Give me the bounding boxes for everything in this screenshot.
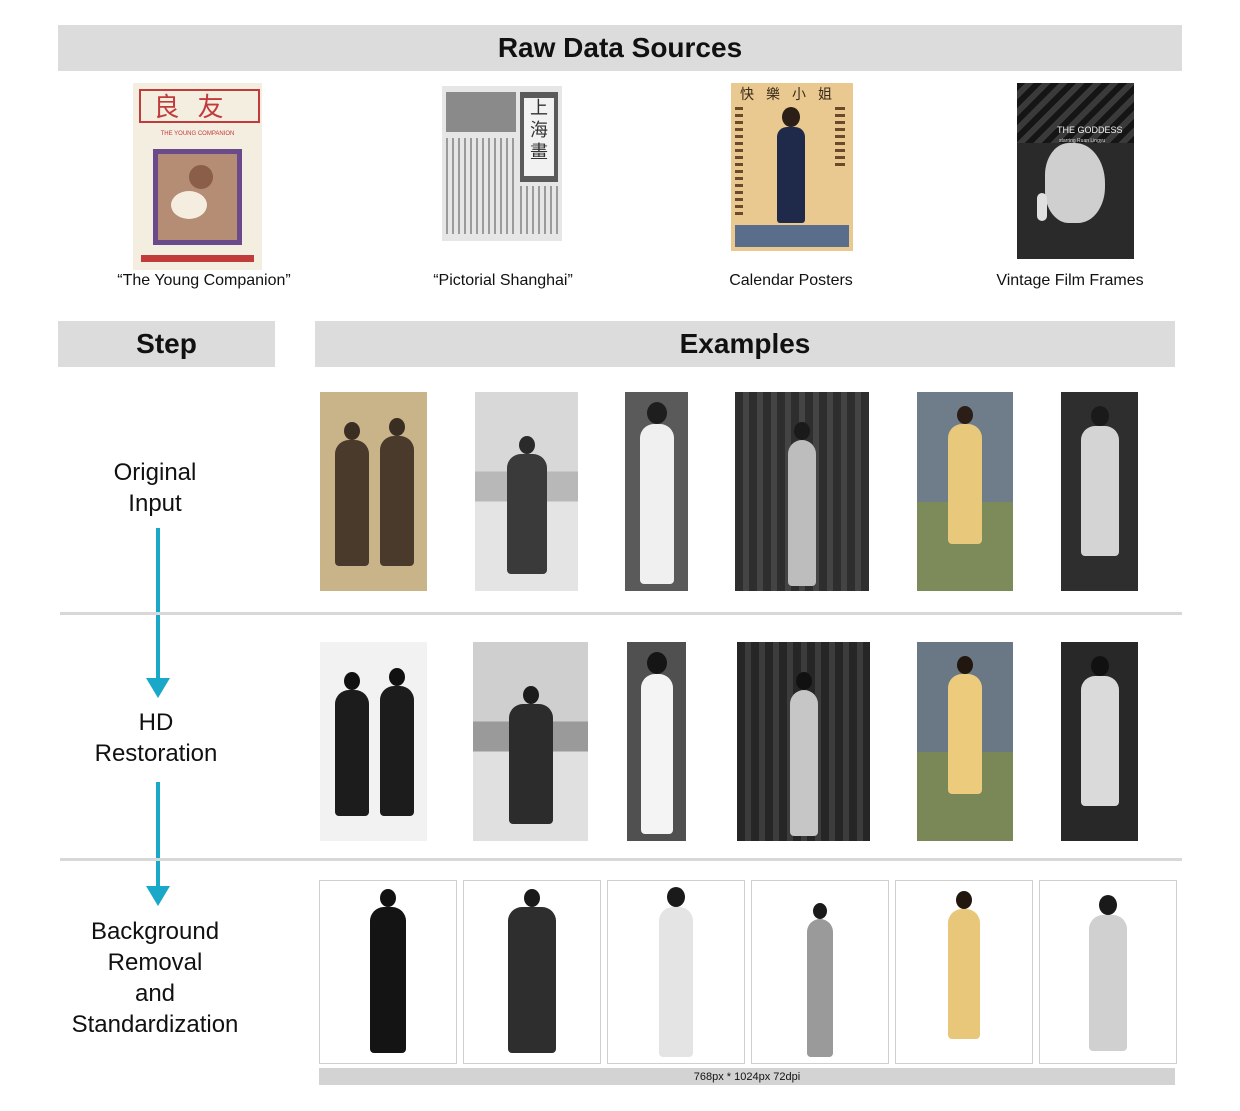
flow-arrow-head <box>146 678 170 698</box>
magazine-cover-image: 良友 THE YOUNG COMPANION <box>133 83 262 270</box>
original-input-photo <box>625 392 688 591</box>
row-separator <box>60 858 1182 861</box>
step-column-header: Step <box>58 321 275 367</box>
original-input-photo <box>917 392 1013 591</box>
standardized-photo <box>319 880 457 1064</box>
standardized-photo <box>463 880 601 1064</box>
film-title: THE GODDESS <box>1057 125 1123 135</box>
step-label-line: Original <box>113 459 197 486</box>
hd-restoration-photo <box>737 642 870 841</box>
standardized-photo <box>1039 880 1177 1064</box>
standardized-photo <box>895 880 1033 1064</box>
step-label-line: and <box>134 980 176 1007</box>
raw-data-sources-header: Raw Data Sources <box>58 25 1182 71</box>
standardized-photo <box>607 880 745 1064</box>
step-background-removal: Background Removal and Standardization <box>50 916 260 1040</box>
magazine-title-glyphs: 良友 <box>153 93 242 123</box>
calendar-poster-image: 快樂小姐 <box>731 83 853 251</box>
newspaper-page-image: 上海畫 <box>442 86 562 241</box>
source-caption-vintage-film-frames: Vintage Film Frames <box>996 272 1144 289</box>
hd-restoration-photo <box>1061 642 1138 841</box>
dimensions-label: 768px * 1024px 72dpi <box>319 1068 1175 1085</box>
poster-title-glyphs: 快樂小姐 <box>740 87 844 103</box>
hd-restoration-photo <box>473 642 588 841</box>
film-subtitle: starring Ruan Lingyu <box>1059 138 1106 144</box>
newspaper-masthead: 上海畫 <box>524 98 554 176</box>
flow-arrow-shaft <box>156 782 160 888</box>
step-label-line: HD <box>138 709 174 736</box>
standardized-photo <box>751 880 889 1064</box>
source-caption-calendar-posters: Calendar Posters <box>729 272 853 289</box>
original-input-photo <box>320 392 427 591</box>
source-caption-young-companion: “The Young Companion” <box>117 272 291 289</box>
flow-arrow-shaft <box>156 528 160 680</box>
film-still-image: THE GODDESS starring Ruan Lingyu <box>1017 83 1134 259</box>
step-label-line: Restoration <box>94 740 218 767</box>
step-label-line: Input <box>128 490 182 517</box>
examples-column-header: Examples <box>315 321 1175 367</box>
step-label-line: Background <box>90 918 220 945</box>
step-label-line: Standardization <box>71 1011 239 1038</box>
step-label-line: Removal <box>107 949 203 976</box>
original-input-photo <box>735 392 869 591</box>
original-input-photo <box>1061 392 1138 591</box>
original-input-photo <box>475 392 578 591</box>
step-hd-restoration: HD Restoration <box>51 707 261 769</box>
flow-arrow-head <box>146 886 170 906</box>
hd-restoration-photo <box>917 642 1013 841</box>
hd-restoration-photo <box>627 642 686 841</box>
step-original-input: Original Input <box>50 457 260 519</box>
hd-restoration-photo <box>320 642 427 841</box>
source-caption-pictorial-shanghai: “Pictorial Shanghai” <box>433 272 573 289</box>
magazine-english-title: THE YOUNG COMPANION <box>160 131 235 137</box>
row-separator <box>60 612 1182 615</box>
